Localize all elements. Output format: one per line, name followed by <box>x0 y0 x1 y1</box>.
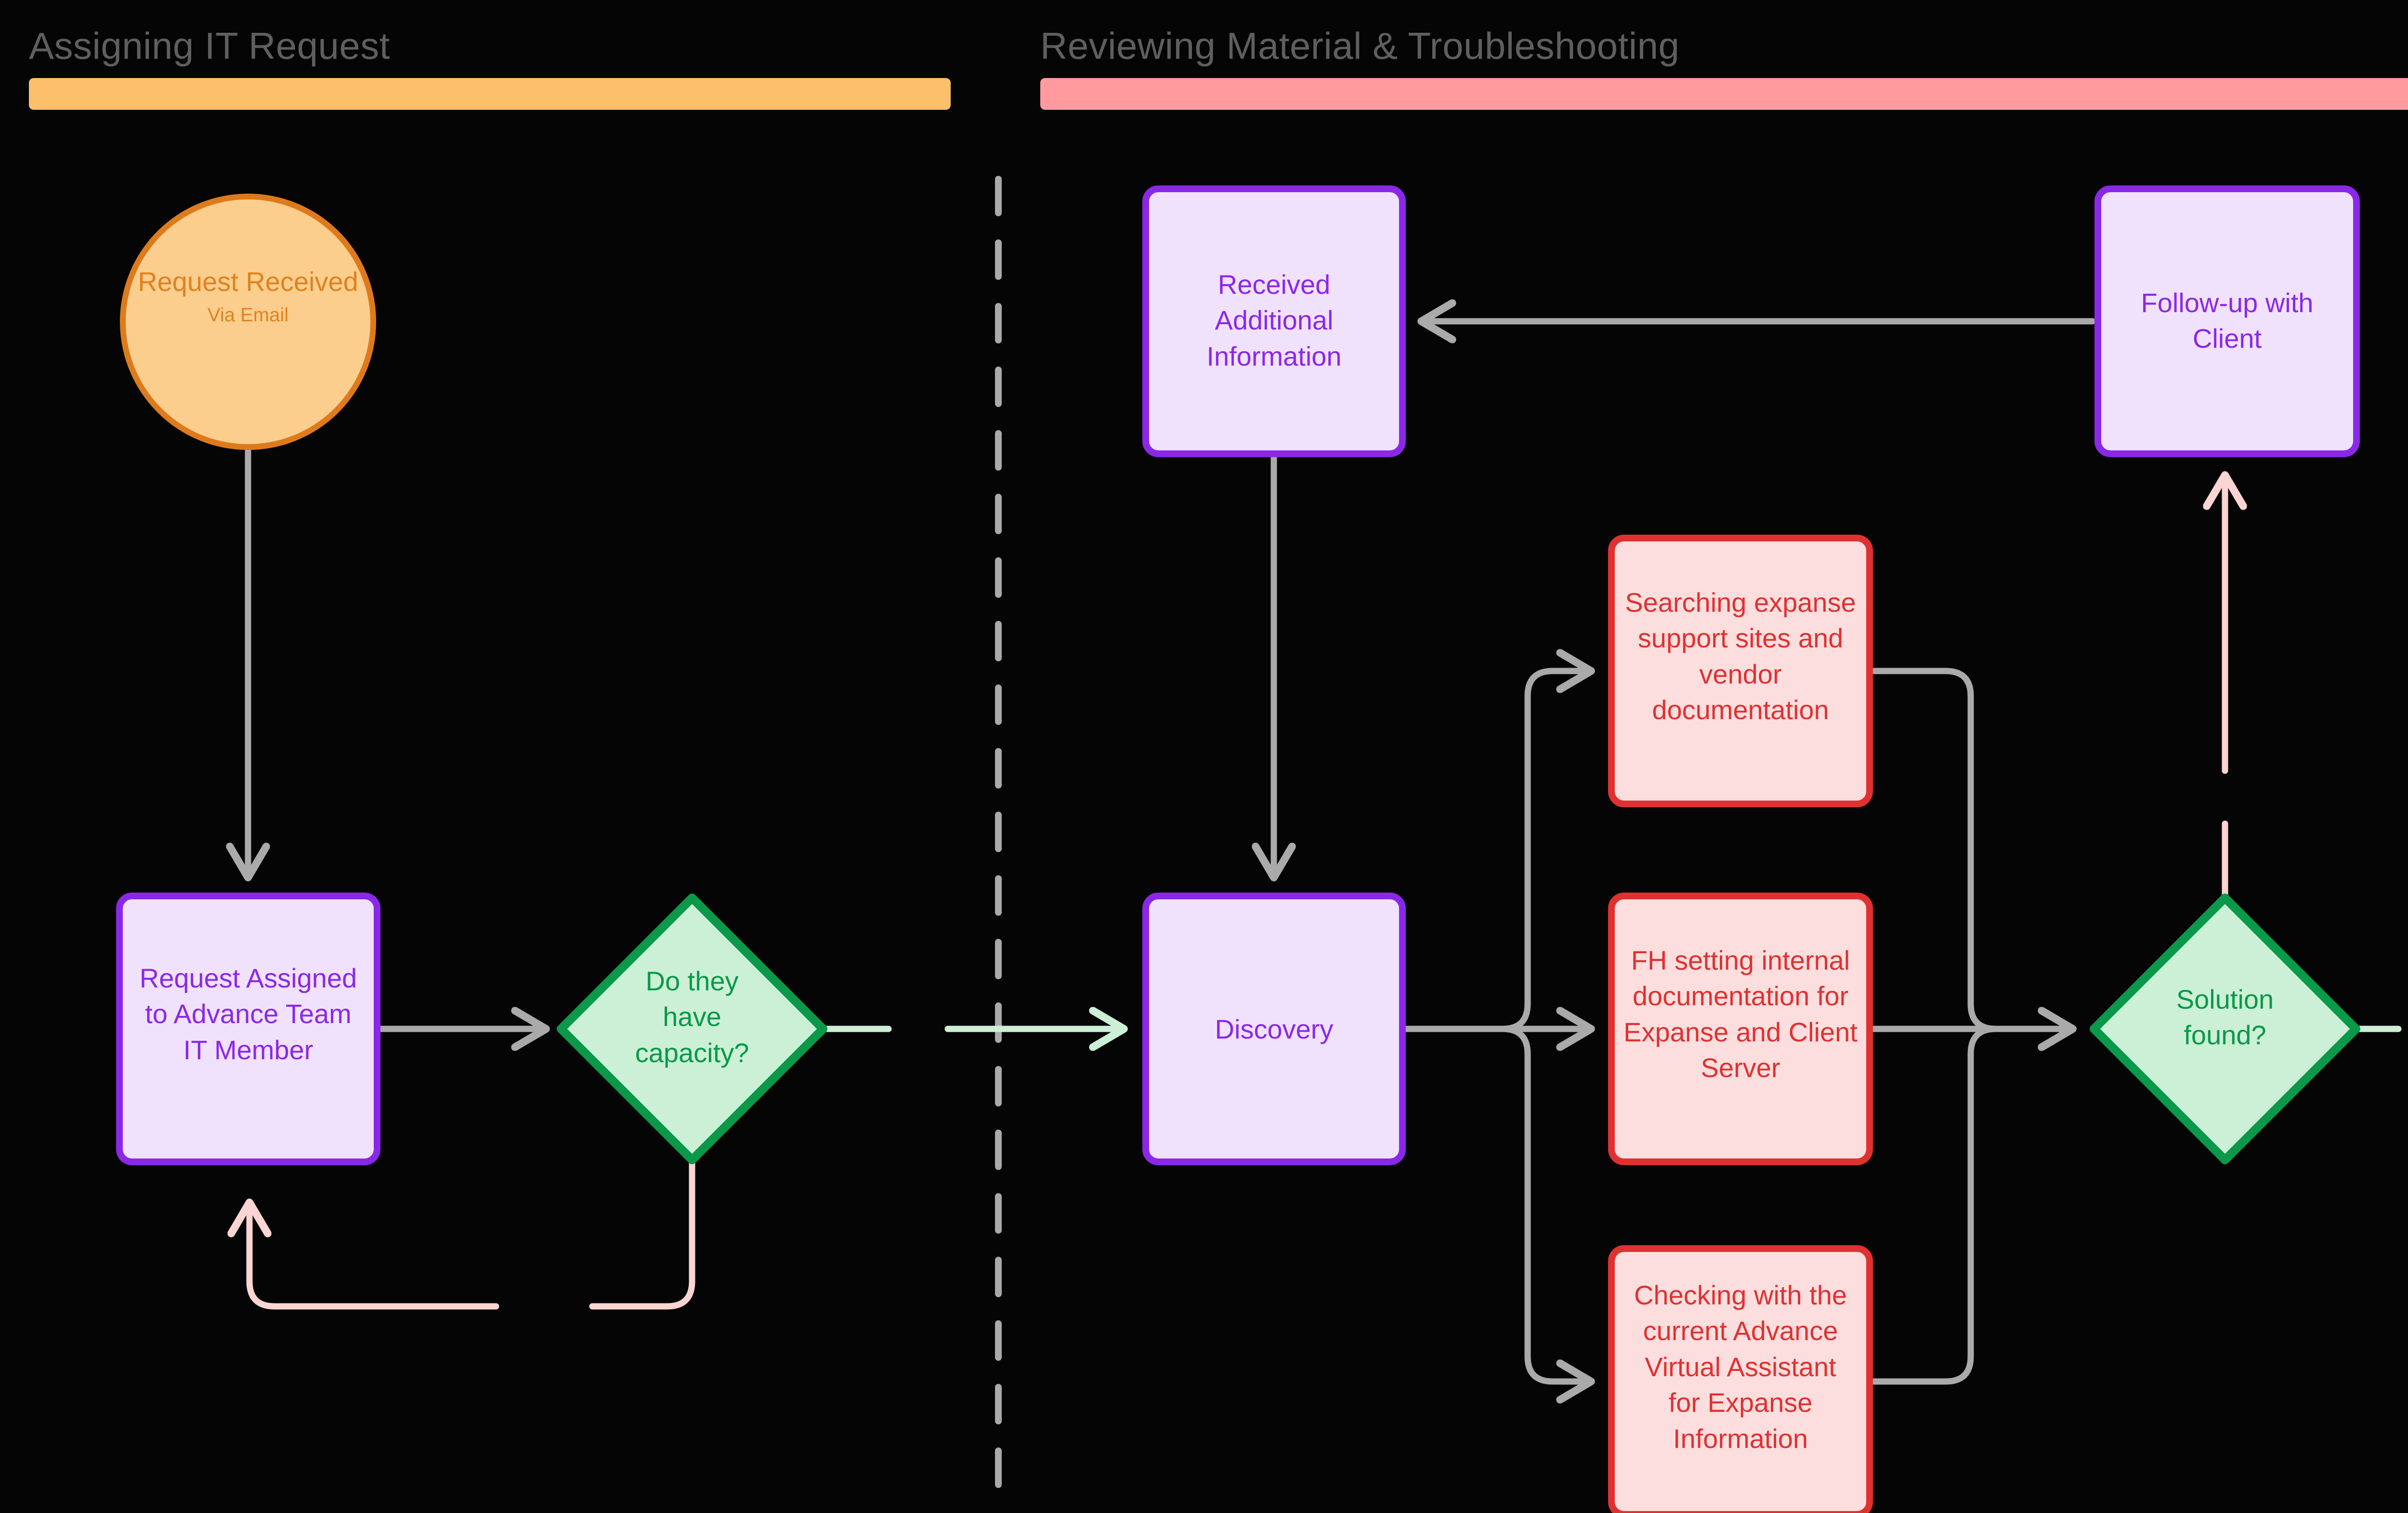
node-discovery-shape[interactable] <box>1142 893 1406 1165</box>
node-request-received-shape[interactable] <box>120 194 376 450</box>
edge-checking-to-solution <box>1866 1029 2071 1385</box>
node-follow-up-with-client-shape[interactable] <box>2094 185 2360 457</box>
node-request-assigned-shape[interactable] <box>116 893 380 1165</box>
node-do-they-have-capacity-shape[interactable] <box>557 894 827 1164</box>
edge-discovery-to-searching <box>1399 671 1589 1032</box>
node-searching-expanse-support-shape[interactable] <box>1608 535 1873 807</box>
edge-discovery-to-checking <box>1399 1026 1589 1381</box>
node-checking-advance-virtual-assistant-shape[interactable] <box>1608 1245 1873 1513</box>
lane-title-assigning: Assigning IT Request <box>29 25 390 67</box>
node-solution-found-shape[interactable] <box>2090 894 2360 1164</box>
edge-capacity-loopback-part2 <box>249 1204 499 1310</box>
edge-searching-to-solution <box>1866 668 2071 1029</box>
lane-bar-assigning <box>29 78 951 110</box>
lane-bar-reviewing <box>1040 78 2408 110</box>
node-fh-setting-internal-documentation-shape[interactable] <box>1608 893 1873 1165</box>
lane-title-reviewing: Reviewing Material & Troubleshooting <box>1040 25 1680 67</box>
edge-capacity-loopback-part1 <box>589 1157 695 1310</box>
node-received-additional-information-shape[interactable] <box>1142 185 1406 457</box>
